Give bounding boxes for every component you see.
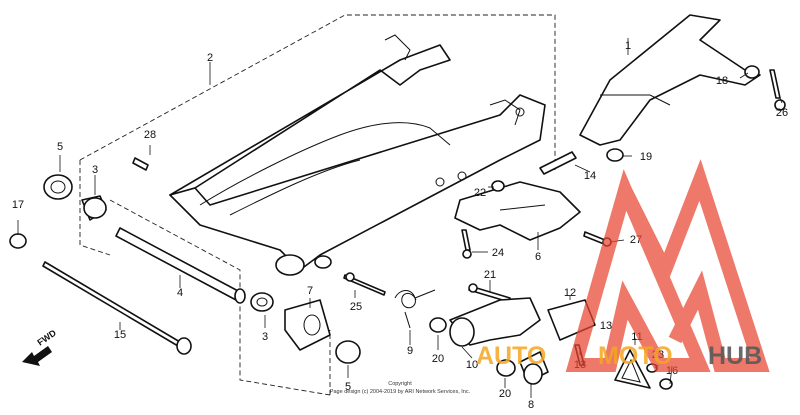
chain-slider-block	[284, 299, 331, 351]
callout-5-top: 5	[57, 141, 63, 153]
tensioner-arm	[449, 297, 541, 347]
copyright-notice: Copyright Page design (c) 2004-2019 by A…	[330, 381, 471, 395]
tension-spring	[394, 289, 436, 329]
tensioner-roller	[519, 351, 549, 385]
copyright-line-1: Copyright	[388, 381, 412, 387]
pivot-collar-tube	[115, 227, 246, 304]
washer-19	[606, 148, 624, 162]
bolt-25	[343, 272, 386, 296]
swingarm	[169, 34, 546, 276]
chain-guard	[579, 14, 761, 146]
dust-cap	[9, 233, 27, 249]
forward-arrow: FWD	[22, 327, 58, 366]
watermark-word-moto: MOTO	[598, 342, 673, 370]
rubber-strip	[539, 151, 577, 175]
watermark-triangle-icon	[565, 159, 770, 372]
callout-18: 18	[716, 75, 728, 87]
slider-bracket	[454, 181, 581, 241]
callout-21: 21	[484, 269, 496, 281]
callout-2: 2	[207, 52, 213, 64]
pivot-collar-left	[43, 174, 73, 200]
callout-3-top: 3	[92, 164, 98, 176]
callout-22: 22	[474, 187, 486, 199]
callout-25: 25	[350, 301, 362, 313]
callout-6: 6	[535, 251, 541, 263]
callout-26: 26	[776, 107, 788, 119]
pivot-collar-lower	[335, 340, 361, 364]
callout-1: 1	[625, 40, 631, 52]
callout-12: 12	[564, 287, 576, 299]
callout-7: 7	[307, 285, 313, 297]
callout-20-upper: 20	[432, 353, 444, 365]
callout-3-lower: 3	[262, 331, 268, 343]
callout-15: 15	[114, 329, 126, 341]
callout-9: 9	[407, 345, 413, 357]
washer-20-lower	[496, 359, 516, 377]
assembly-boundary	[79, 14, 556, 396]
pivot-bolt	[42, 261, 192, 355]
washer-20-upper	[429, 317, 447, 333]
nut-22	[491, 180, 505, 192]
guard-bolt	[769, 69, 786, 111]
bolt-24	[461, 229, 472, 259]
callout-5-lower: 5	[345, 381, 351, 393]
callout-17: 17	[12, 199, 24, 211]
callout-20-lower: 20	[499, 388, 511, 400]
bolt-16	[659, 378, 673, 390]
callout-19: 19	[640, 151, 652, 163]
guard-washer	[744, 65, 760, 79]
bearing-top	[81, 195, 107, 221]
callout-4: 4	[177, 287, 183, 299]
tensioner-plate	[614, 349, 651, 389]
callout-13-upper: 13	[600, 320, 612, 332]
copyright-line-2: Page design (c) 2004-2019 by ARI Network…	[330, 389, 471, 395]
callout-28: 28	[144, 129, 156, 141]
leader-lines	[17, 38, 783, 398]
fwd-label: FWD	[35, 327, 58, 347]
grease-fitting	[132, 157, 149, 171]
watermark-word-hub: HUB	[708, 342, 762, 370]
watermark-word-auto: AUTO	[476, 342, 546, 370]
callout-10: 10	[466, 359, 478, 371]
bearing-lower	[250, 292, 274, 312]
watermark-logo: AUTO MOTO HUB	[476, 159, 770, 372]
callout-14: 14	[584, 170, 596, 182]
callout-24: 24	[492, 247, 504, 259]
callout-8: 8	[528, 399, 534, 411]
